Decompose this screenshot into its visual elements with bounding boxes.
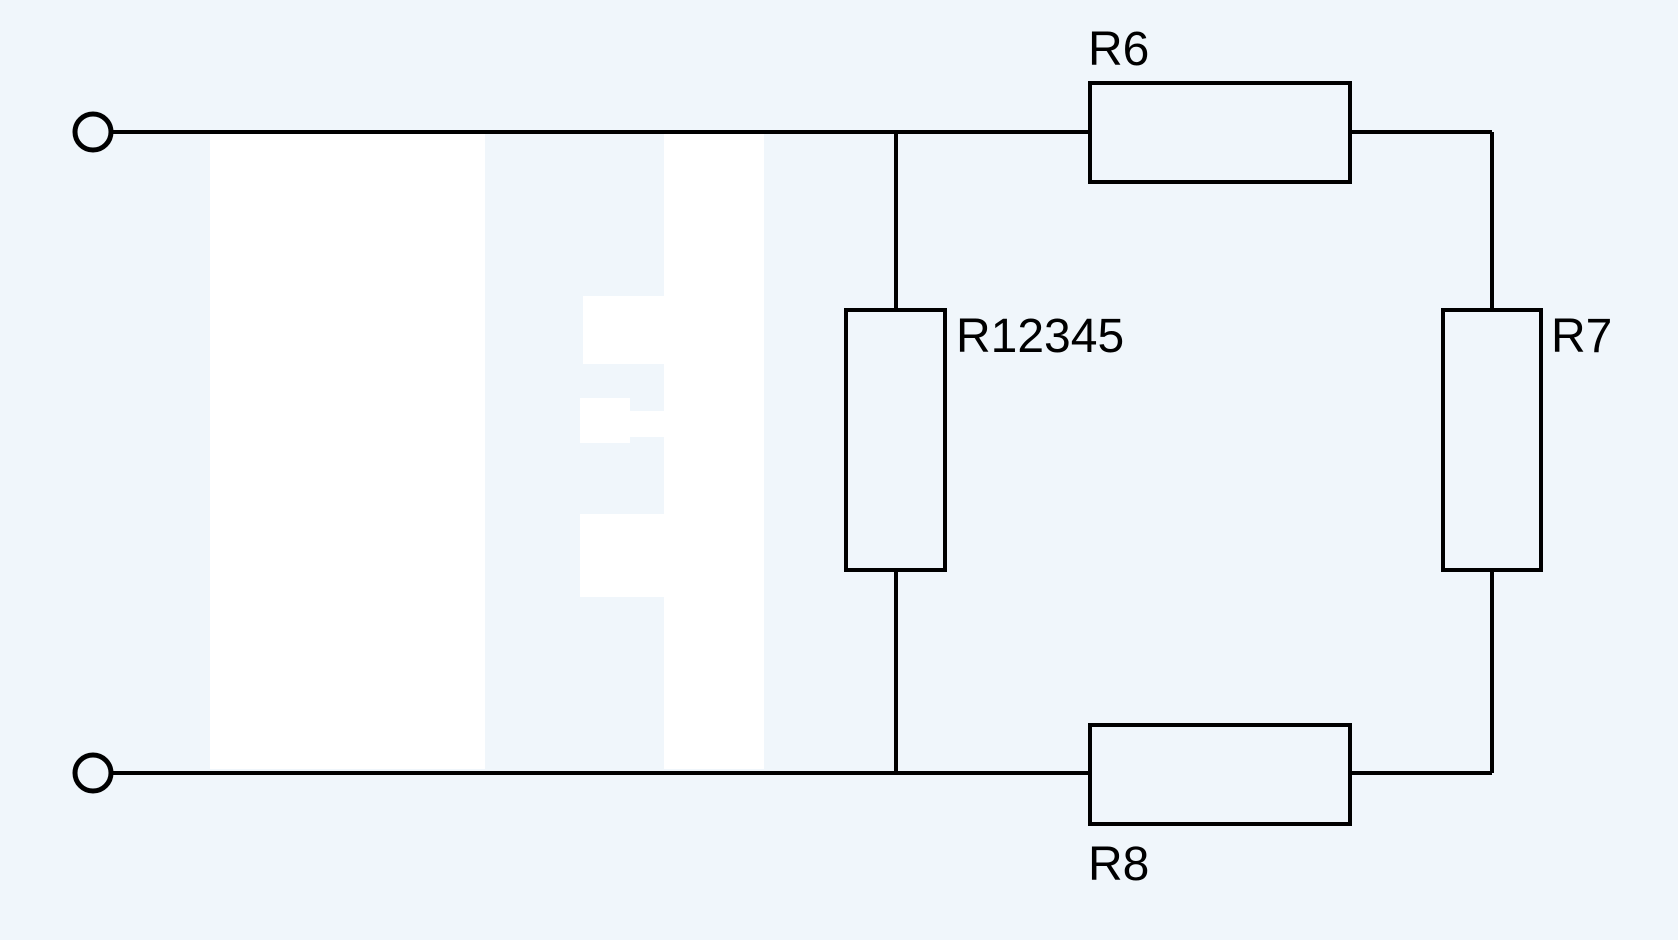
- terminal-top: [72, 111, 114, 153]
- label-r12345: R12345: [956, 310, 1124, 363]
- redacted-area: [210, 133, 764, 769]
- white-block-2: [580, 398, 630, 443]
- label-r6: R6: [1088, 23, 1149, 76]
- white-panel-left: [210, 133, 485, 769]
- resistor-r7: [1441, 308, 1543, 572]
- terminal-bottom: [72, 752, 114, 794]
- white-panel-middle: [664, 133, 764, 769]
- resistor-r8: [1088, 723, 1352, 826]
- white-block-1: [583, 296, 665, 364]
- resistor-r6: [1088, 81, 1352, 184]
- white-block-4: [580, 514, 665, 597]
- resistor-r12345: [844, 308, 947, 572]
- label-r8: R8: [1088, 838, 1149, 891]
- label-r7: R7: [1551, 310, 1612, 363]
- white-block-3: [625, 411, 665, 437]
- wires: [112, 130, 1494, 775]
